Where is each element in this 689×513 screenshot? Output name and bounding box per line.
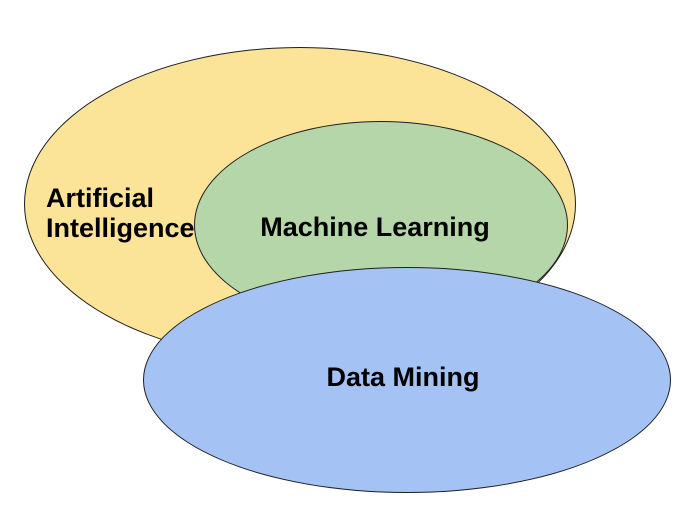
artificial-intelligence-label: Artificial Intelligence [46, 183, 195, 243]
machine-learning-label: Machine Learning [260, 212, 490, 242]
data-mining-label: Data Mining [326, 362, 480, 392]
data-mining-ellipse [143, 267, 671, 493]
